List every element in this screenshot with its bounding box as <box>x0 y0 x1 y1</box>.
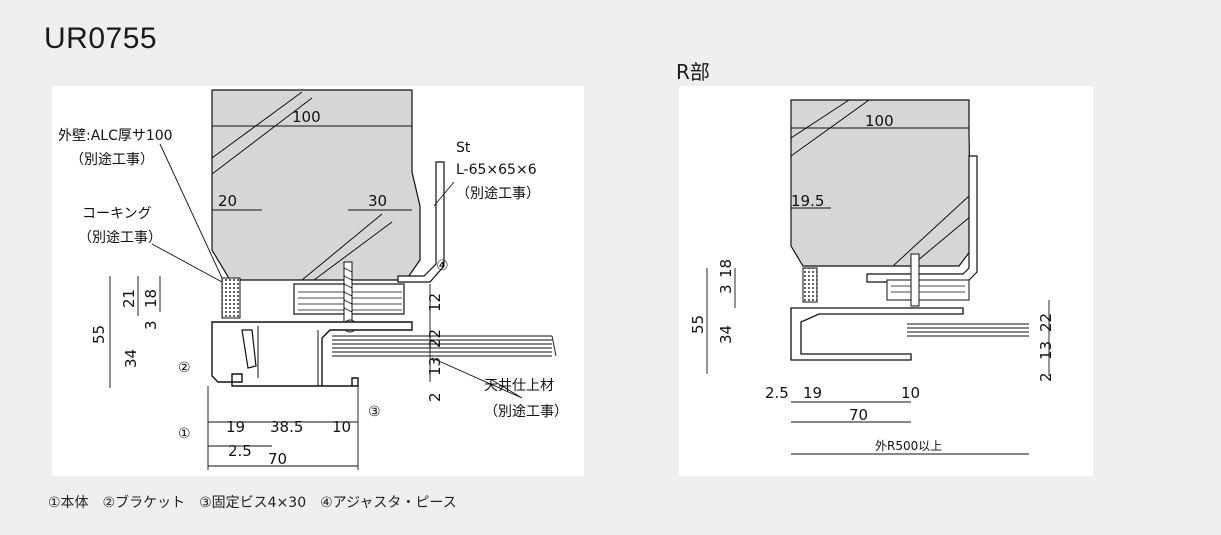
steel-angle <box>397 161 445 283</box>
dim-h18: 18 <box>142 289 160 308</box>
dim-h2: 2 <box>426 392 444 402</box>
r-main-body <box>790 307 964 361</box>
dim-b19: 19 <box>226 418 245 436</box>
main-body <box>211 321 413 387</box>
dim-h55: 55 <box>90 325 108 344</box>
r-dim-h13: 13 <box>1037 341 1055 360</box>
dim-w100: 100 <box>292 108 321 126</box>
marker-3: ③ <box>368 404 381 420</box>
model-title: UR0755 <box>44 22 158 55</box>
r-dim-b19: 19 <box>803 384 822 402</box>
r-alc-wall <box>790 99 972 267</box>
parts-legend: ①本体 ②ブラケット ③固定ビス4×30 ④アジャスタ・ピース <box>48 495 457 511</box>
dim-w30: 30 <box>368 192 387 210</box>
ceiling-label: 天井仕上材 <box>484 378 554 394</box>
right-section-svg: 100 19.5 3 18 55 34 22 13 2 2.5 19 10 70… <box>689 99 1055 455</box>
wall-label: 外壁:ALC厚サ100 <box>58 128 173 144</box>
dim-b10: 10 <box>332 418 351 436</box>
wall-hatch <box>211 91 393 281</box>
r-dimension-lines <box>706 127 1050 455</box>
r-screw <box>910 253 920 307</box>
r-adjuster-piece <box>886 279 970 301</box>
dim-b38-5: 38.5 <box>270 418 303 436</box>
marker-1: ① <box>178 426 191 442</box>
dim-h22: 22 <box>426 329 444 348</box>
bracket <box>241 329 257 369</box>
caulking-label: コーキング <box>82 206 152 222</box>
r-caulking <box>802 267 818 303</box>
r-dim-h2: 2 <box>1037 372 1055 382</box>
steel-note: （別途工事） <box>456 185 540 202</box>
r-ceiling-finish <box>907 323 1029 337</box>
r-part-title: R部 <box>676 60 710 84</box>
left-section-svg: 100 20 30 21 18 3 55 34 12 22 13 2 19 38… <box>58 89 568 470</box>
dimension-lines <box>109 125 431 470</box>
dim-b2-5: 2.5 <box>228 442 252 460</box>
r-steel-angle <box>866 155 978 283</box>
ceiling-finish <box>332 335 557 357</box>
r-dim-b10: 10 <box>901 384 920 402</box>
dim-b70: 70 <box>268 450 287 468</box>
alc-wall <box>211 89 421 281</box>
caulking <box>221 277 241 319</box>
outer-radius-label: 外R500以上 <box>875 439 942 453</box>
marker-2: ② <box>178 360 191 376</box>
r-dim-h22: 22 <box>1037 313 1055 332</box>
r-dim-b70: 70 <box>849 406 868 424</box>
r-dim-h18: 18 <box>717 259 735 278</box>
left-section-drawing: 100 20 30 21 18 3 55 34 12 22 13 2 19 38… <box>52 86 584 476</box>
steel-spec: L-65×65×6 <box>456 162 537 178</box>
steel-label: St <box>456 140 471 156</box>
dim-w20: 20 <box>218 192 237 210</box>
dim-h34: 34 <box>122 349 140 368</box>
right-section-drawing: 100 19.5 3 18 55 34 22 13 2 2.5 19 10 70… <box>679 86 1093 476</box>
dim-h3: 3 <box>142 320 160 330</box>
r-dim-w100: 100 <box>865 112 894 130</box>
marker-4: ④ <box>436 258 449 274</box>
dim-h21: 21 <box>120 289 138 308</box>
r-dim-h34: 34 <box>717 325 735 344</box>
wall-note: （別途工事） <box>70 151 154 168</box>
ceiling-note: （別途工事） <box>484 403 568 420</box>
r-dim-b2-5: 2.5 <box>765 384 789 402</box>
r-dim-h3: 3 <box>717 284 735 294</box>
dim-h12: 12 <box>426 293 444 312</box>
r-dim-w19-5: 19.5 <box>791 192 824 210</box>
r-dim-h55: 55 <box>689 315 707 334</box>
caulking-note: （別途工事） <box>78 229 162 246</box>
